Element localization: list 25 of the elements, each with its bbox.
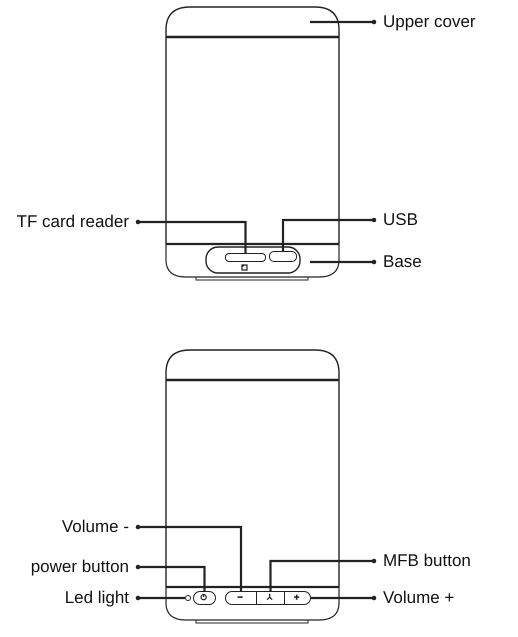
leader-line	[136, 596, 185, 600]
button	[225, 591, 257, 605]
part-label: MFB button	[374, 551, 471, 571]
leader-line	[136, 524, 242, 591]
leader-line	[136, 564, 206, 591]
part-label: Volume +	[374, 588, 454, 608]
leader-line	[311, 596, 376, 600]
leader-line	[269, 558, 376, 591]
part-label: power button	[30, 557, 138, 577]
button	[256, 591, 285, 605]
leader-line	[310, 260, 376, 264]
button	[284, 591, 311, 605]
leader-line	[136, 220, 247, 253]
card-slot	[225, 253, 266, 262]
led-dot	[185, 595, 191, 601]
part-label: TF card reader	[16, 212, 138, 232]
part-label: Upper cover	[374, 12, 476, 32]
part-label: USB	[374, 210, 418, 230]
part-label: Led light	[64, 588, 138, 608]
button	[193, 591, 216, 605]
part-label: Volume -	[62, 517, 138, 537]
part-label: Base	[374, 252, 422, 272]
leader-line	[282, 218, 376, 251]
usb-port	[269, 251, 297, 262]
leader-line	[310, 20, 376, 24]
